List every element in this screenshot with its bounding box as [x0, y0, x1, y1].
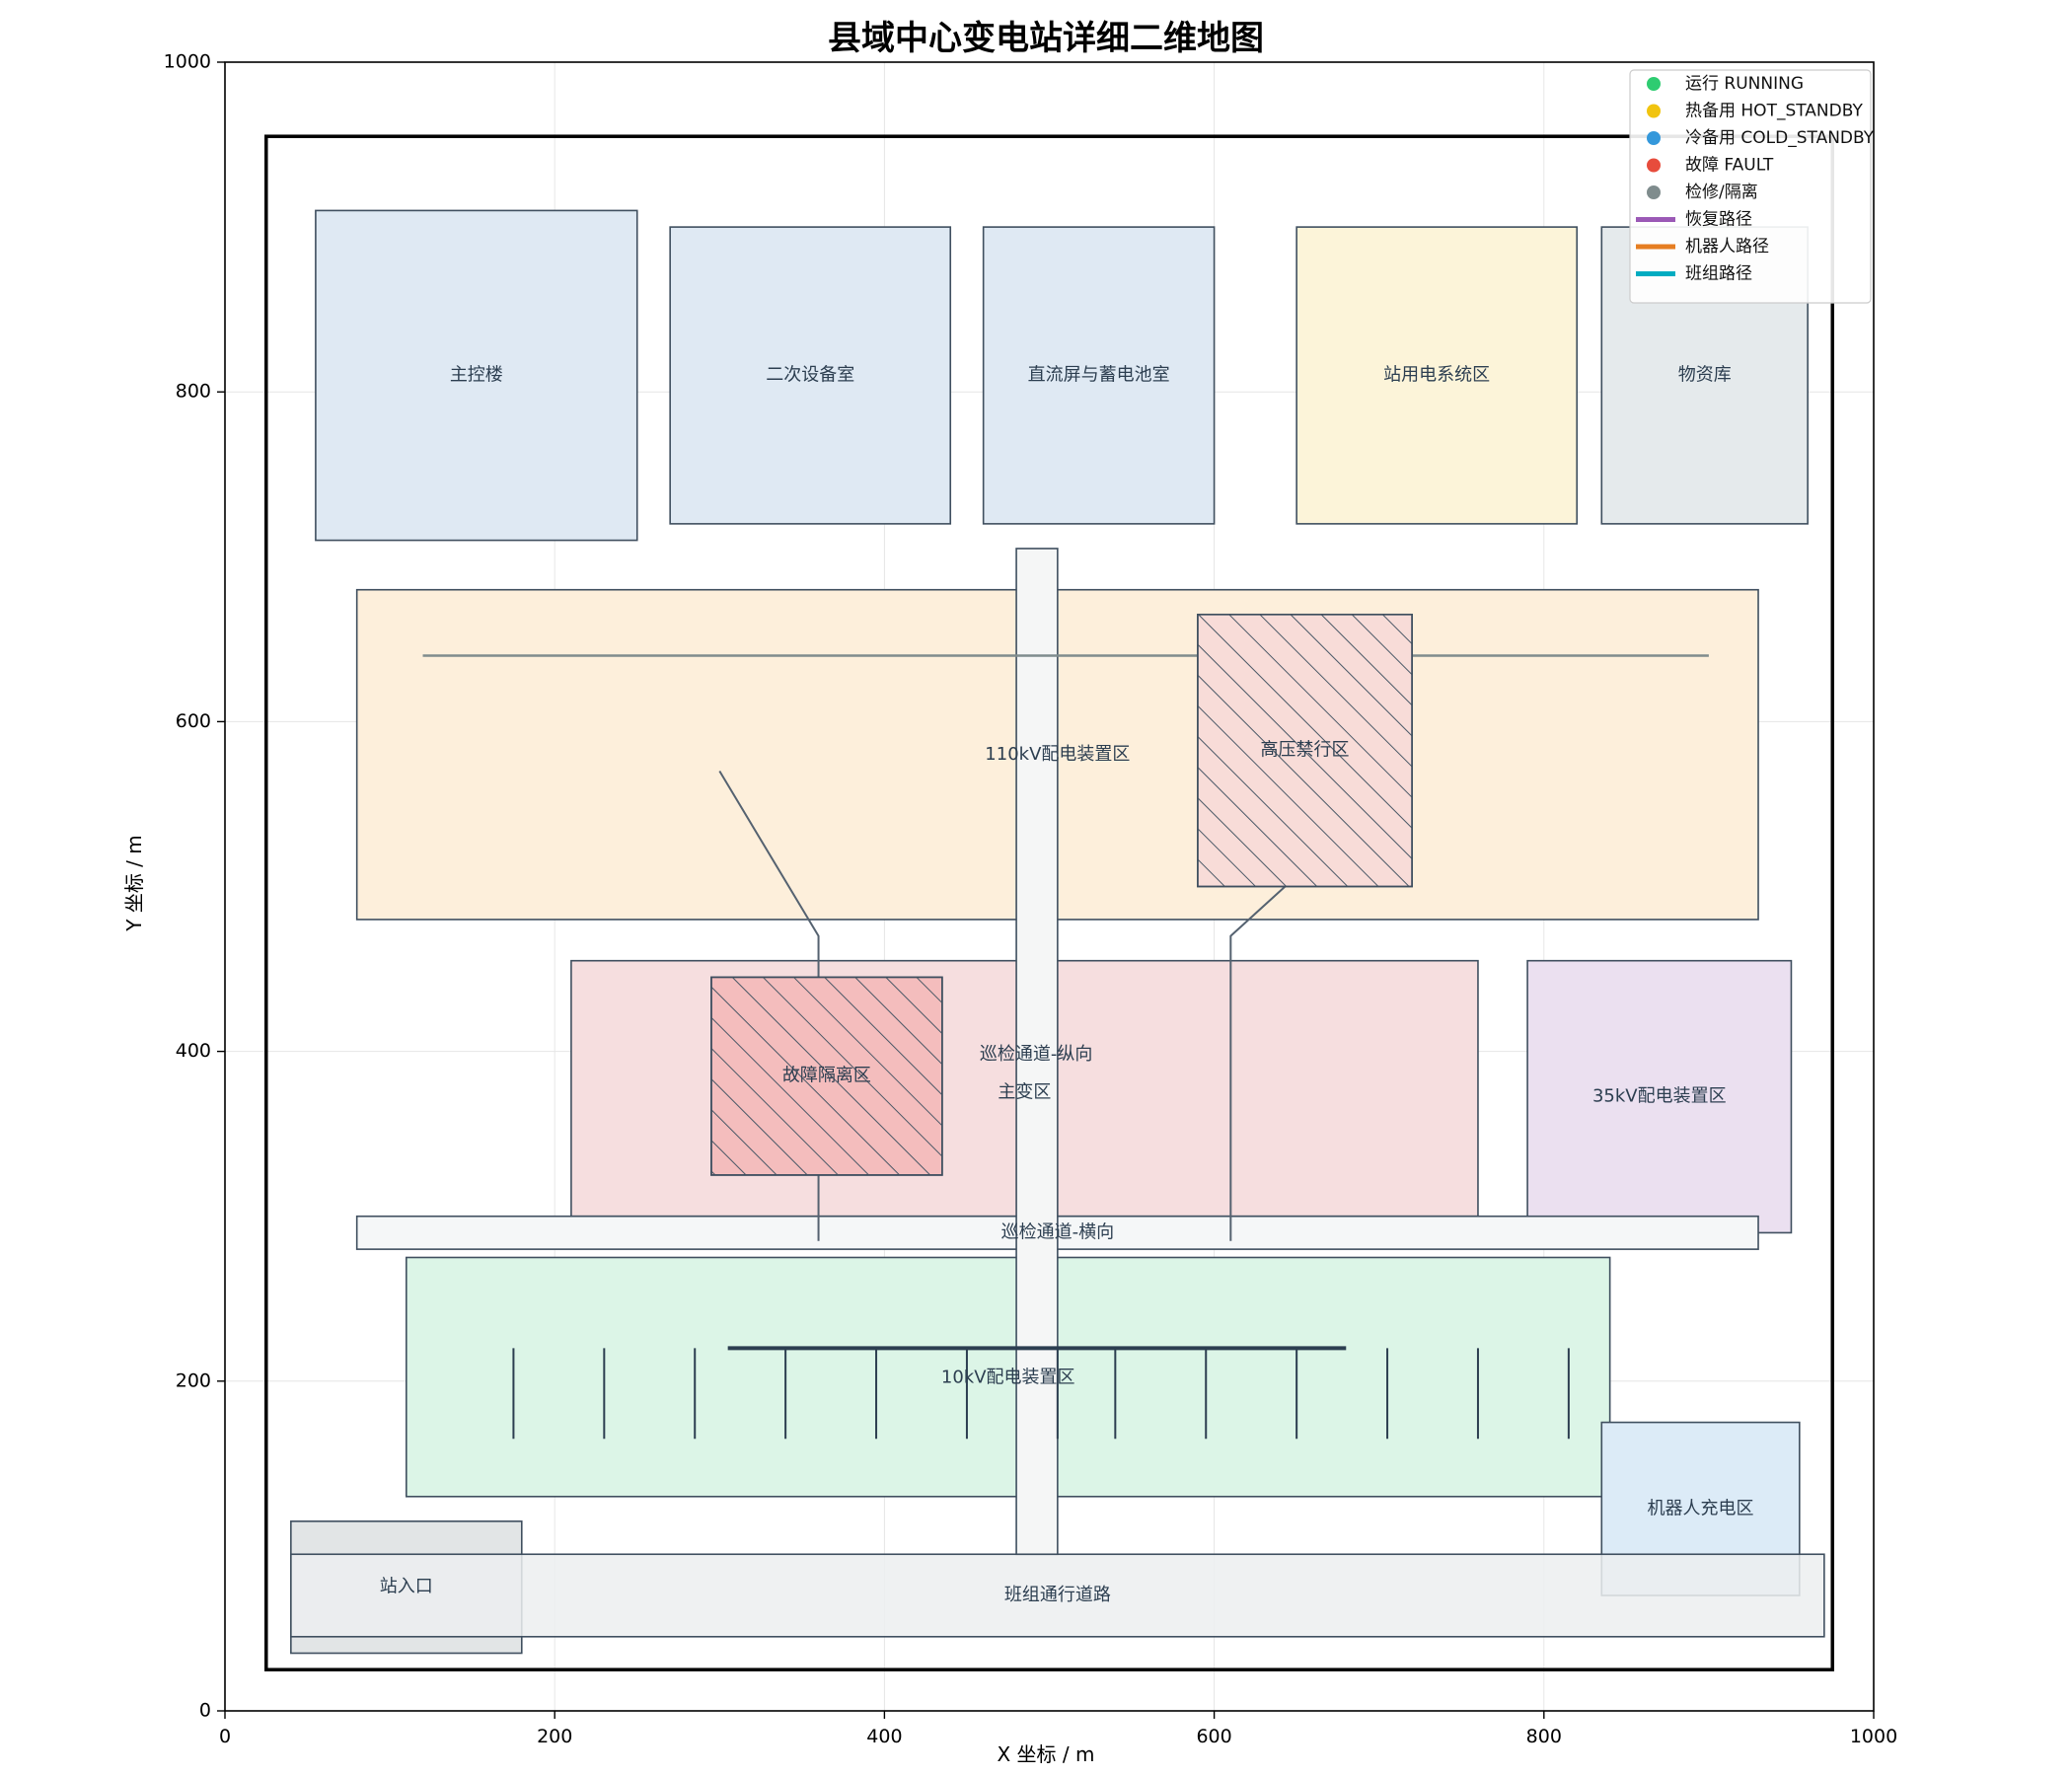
zone-area	[315, 209, 638, 542]
restricted-zone-hatch	[710, 976, 943, 1176]
x-tick-label: 1000	[1850, 1726, 1897, 1747]
zone-label: 巡检通道-纵向	[980, 1044, 1093, 1065]
zone-label: 35kV配电装置区	[1592, 1086, 1727, 1107]
equipment-lines	[422, 654, 1709, 1440]
x-tick-label: 400	[866, 1726, 902, 1747]
zone-label: 机器人充电区	[1648, 1498, 1754, 1518]
zone-label: 110kV配电装置区	[985, 744, 1130, 765]
zone-label: 物资库	[1678, 364, 1732, 385]
y-tick-label: 600	[176, 710, 211, 732]
legend-marker	[1647, 77, 1661, 91]
x-tick-label: 800	[1526, 1726, 1562, 1747]
zone-label: 二次设备室	[766, 364, 854, 385]
zone-label: 主控楼	[450, 364, 503, 385]
restricted-zones	[710, 613, 1413, 1176]
legend-marker	[1647, 185, 1661, 199]
axes: 0 200 400 600 800 1000 0 200 400 600 800 1000	[164, 51, 1898, 1748]
legend-label: 运行 RUNNING	[1685, 74, 1804, 94]
zone-label: 直流屏与蓄电池室	[1028, 364, 1170, 385]
zones	[264, 134, 1834, 1671]
zone-label: 10kV配电装置区	[941, 1367, 1075, 1387]
zone-label: 巡检通道-横向	[1001, 1221, 1115, 1242]
legend: 运行 RUNNING 热备用 HOT_STANDBY 冷备用 COLD_STANDB…	[1629, 69, 1875, 304]
legend-label: 机器人路径	[1685, 237, 1769, 257]
plot-frame	[224, 61, 1875, 1712]
restricted-zone-hatch	[1197, 613, 1413, 888]
zone-area	[982, 226, 1216, 525]
x-tick-label: 600	[1196, 1726, 1231, 1747]
legend-marker	[1647, 104, 1661, 118]
zone-label: 高压禁行区	[1261, 740, 1350, 761]
y-tick-label: 200	[176, 1369, 211, 1391]
legend-label: 冷备用 COLD_STANDBY	[1685, 128, 1875, 148]
x-tick-label: 200	[537, 1726, 572, 1747]
legend-label: 班组路径	[1685, 264, 1752, 284]
map-title: 县域中心变电站详细二维地图	[828, 19, 1264, 58]
y-axis-label: Y 坐标 / m	[122, 835, 146, 932]
y-tick-label: 400	[176, 1040, 211, 1062]
legend-label: 热备用 HOT_STANDBY	[1685, 102, 1863, 121]
x-tick-label: 0	[219, 1726, 231, 1747]
zone-area	[1526, 959, 1793, 1234]
legend-label: 检修/隔离	[1685, 183, 1758, 202]
y-tick-label: 0	[199, 1700, 211, 1722]
zone-label: 故障隔离区	[782, 1066, 871, 1086]
x-axis-label: X 坐标 / m	[998, 1742, 1095, 1766]
zone-area	[1295, 226, 1579, 525]
zone-area	[1015, 548, 1059, 1556]
zone-area	[406, 1256, 1611, 1498]
legend-marker	[1647, 158, 1661, 173]
legend-label: 恢复路径	[1685, 210, 1752, 230]
legend-label: 故障 FAULT	[1685, 156, 1774, 176]
zone-label: 站入口	[380, 1577, 433, 1597]
zone-label: 主变区	[998, 1081, 1051, 1102]
legend-box	[1629, 69, 1872, 304]
zone-area	[669, 226, 952, 525]
zone-label: 班组通行道路	[1004, 1585, 1111, 1605]
y-tick-label: 1000	[164, 51, 211, 73]
y-tick-label: 800	[176, 381, 211, 403]
zone-label: 站用电系统区	[1383, 364, 1490, 385]
legend-marker	[1647, 131, 1661, 145]
site-boundary	[264, 134, 1834, 1671]
zone-area	[290, 1553, 1825, 1638]
